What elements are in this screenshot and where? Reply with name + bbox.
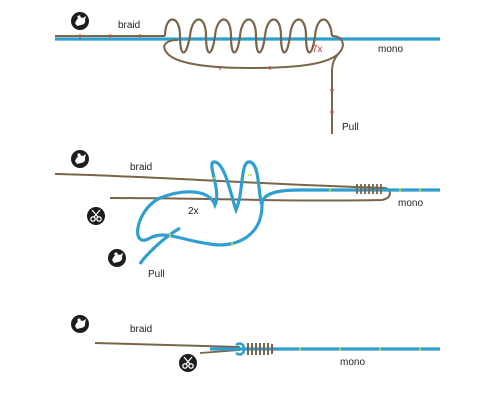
left-hand-icon xyxy=(71,150,89,168)
mono-label: mono xyxy=(340,357,365,368)
left-hand-icon xyxy=(71,315,89,333)
mono-line xyxy=(136,160,440,247)
braid-pull-tail xyxy=(331,51,341,134)
mono-knot-end xyxy=(235,342,246,356)
pull-label: Pull xyxy=(342,122,359,133)
left-hand-icon xyxy=(71,12,89,30)
mono-ticks xyxy=(299,347,421,351)
mono-pull-tail xyxy=(138,226,181,265)
mono-label: mono xyxy=(378,44,403,55)
mono-ticks xyxy=(169,174,421,246)
braid-line xyxy=(54,173,391,202)
right-hand-icon xyxy=(108,249,126,267)
mono-label: mono xyxy=(398,198,423,209)
pull-label: Pull xyxy=(148,269,165,280)
braid-coils xyxy=(163,18,334,54)
braid-loop xyxy=(163,35,344,70)
scissors-icon xyxy=(178,353,198,373)
braid-ticks xyxy=(79,34,334,113)
wraps-label: 7x xyxy=(312,44,323,55)
braid-label: braid xyxy=(130,324,152,335)
scissors-icon xyxy=(86,206,106,226)
step-2: braid 2x mono Pull xyxy=(54,150,440,280)
finished-knot xyxy=(247,343,273,355)
step-1: braid 7x mono Pull xyxy=(55,12,440,134)
braid-line xyxy=(94,342,241,348)
step-3: braid mono xyxy=(71,315,440,373)
braid-label: braid xyxy=(130,162,152,173)
wraps-label: 2x xyxy=(188,206,199,217)
knot-wraps xyxy=(356,184,382,194)
braid-label: braid xyxy=(118,20,140,31)
